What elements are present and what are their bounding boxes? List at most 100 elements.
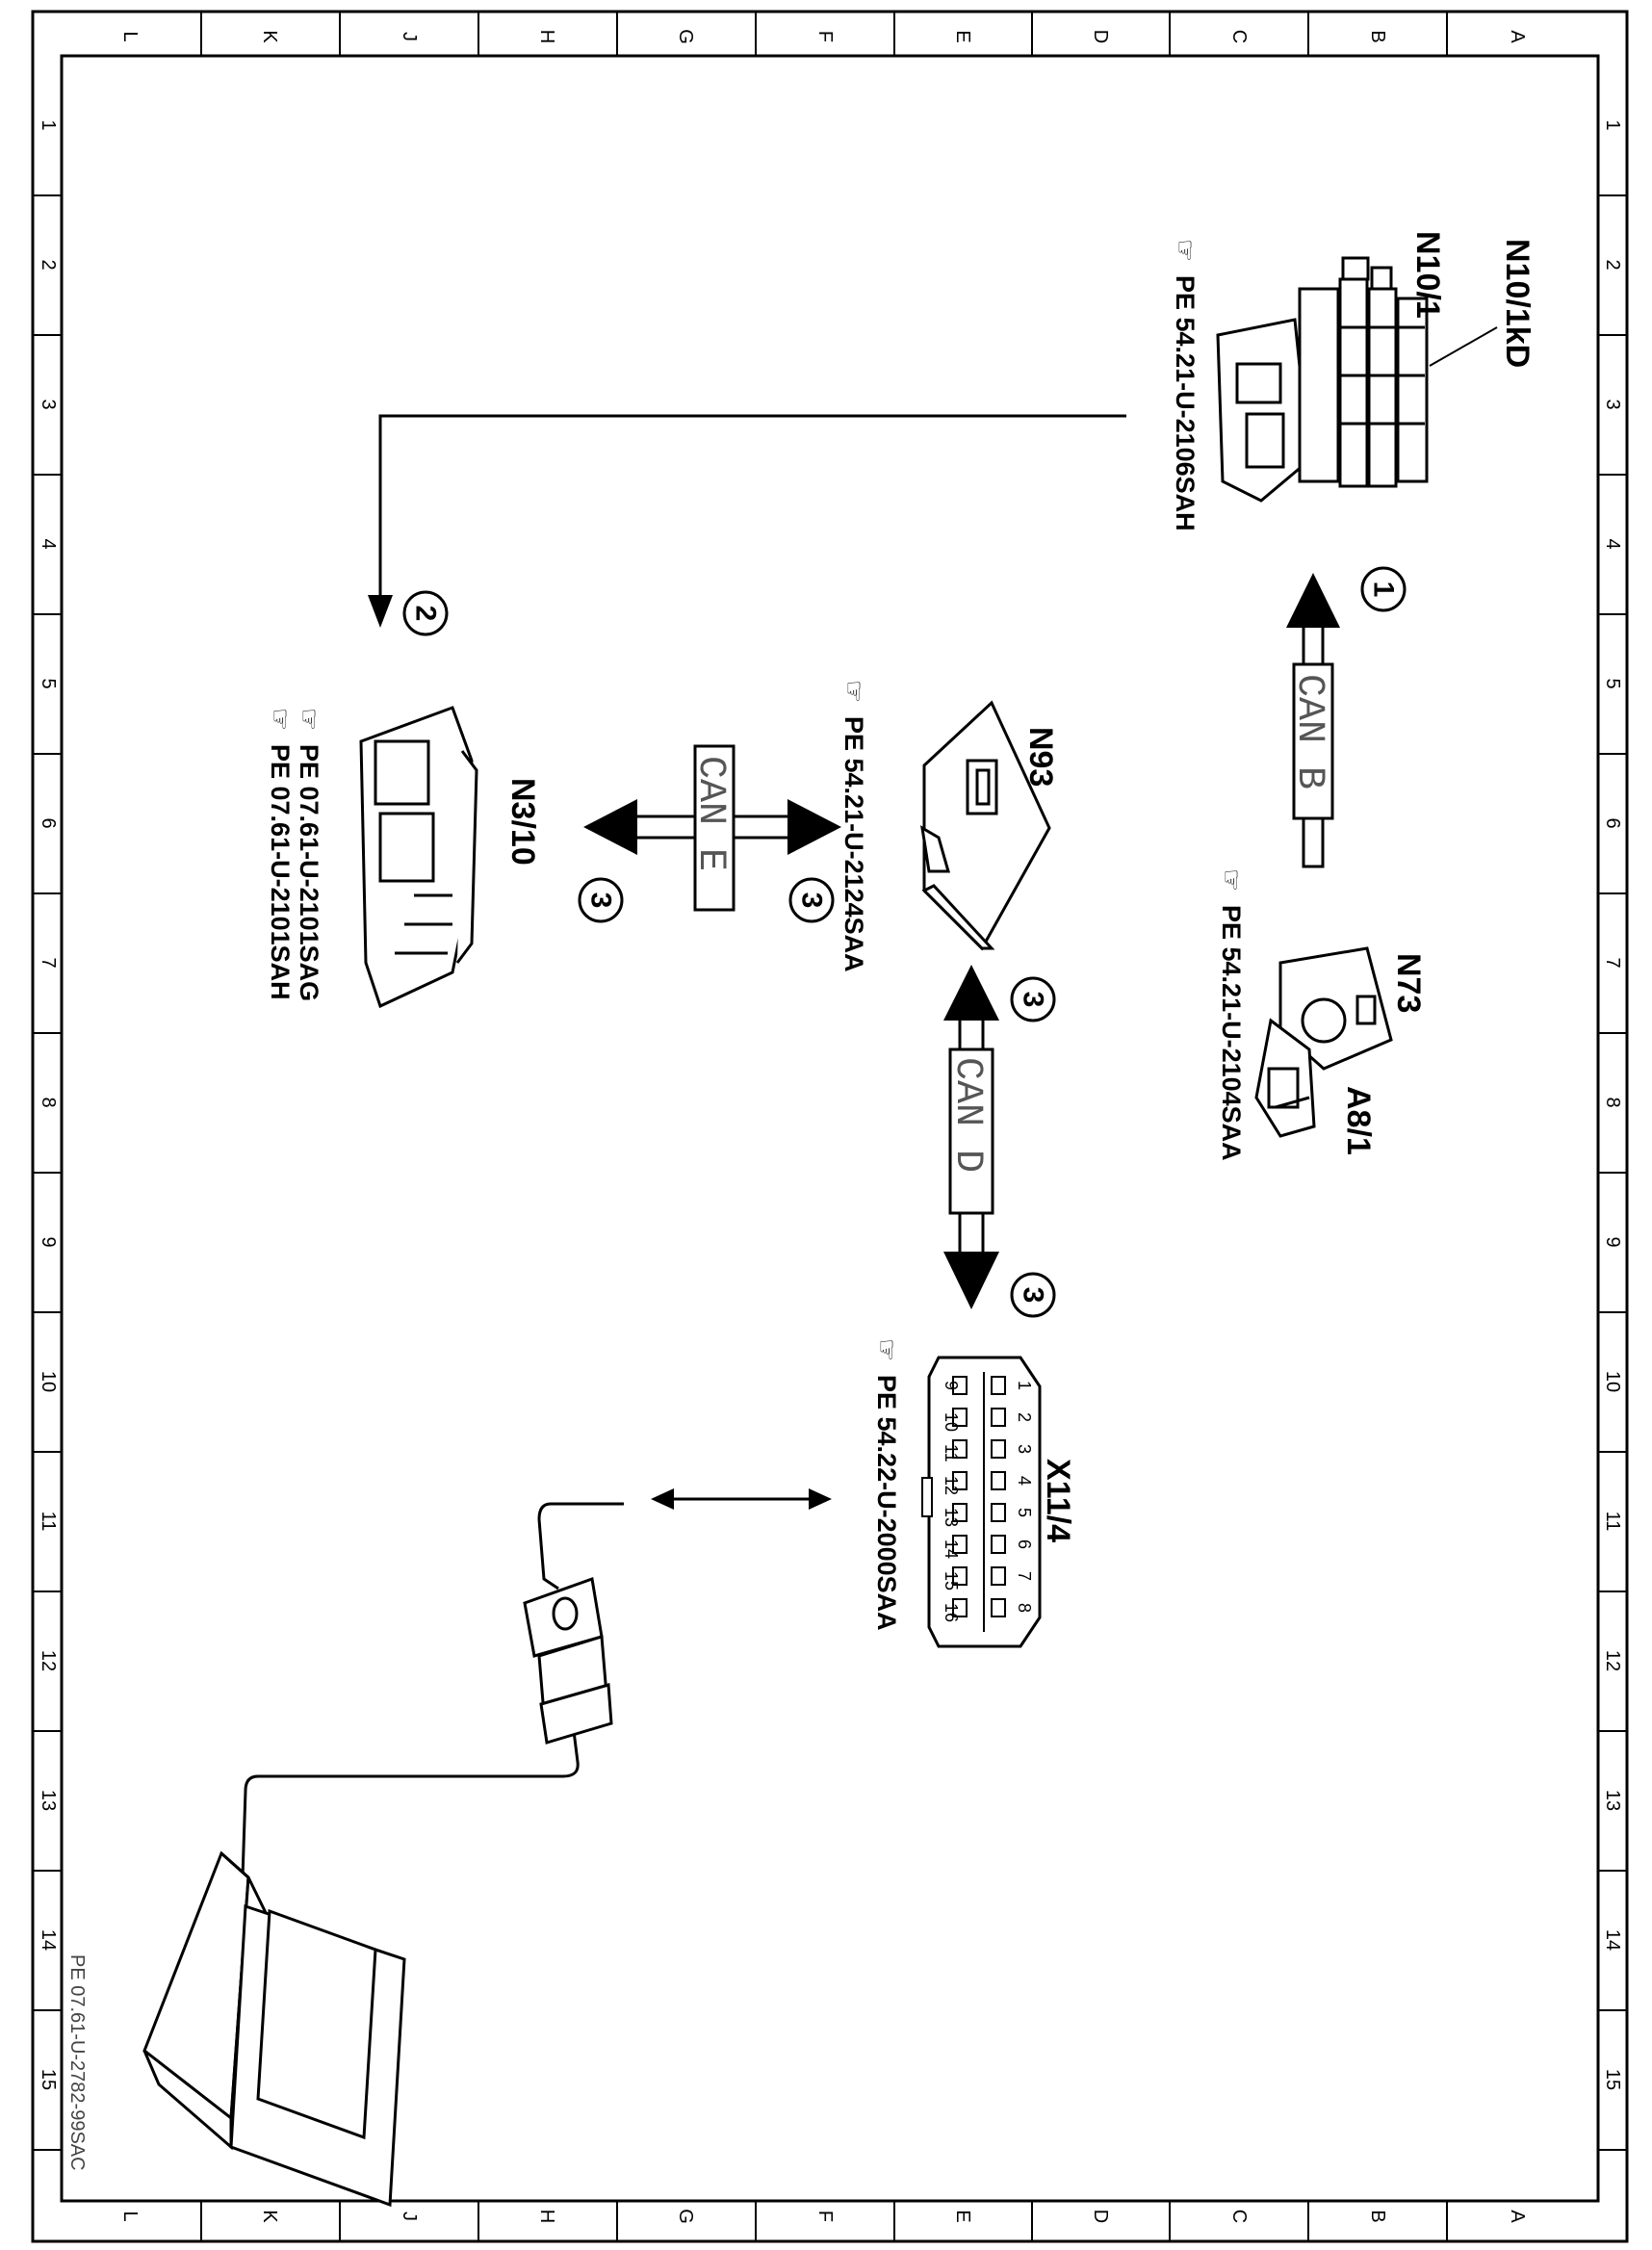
obd-pin-socket <box>991 1566 1006 1586</box>
n10-to-n3-10-wire <box>378 414 1126 616</box>
grid-number: 8 <box>1602 1097 1623 1107</box>
obd-pin-number: 10 <box>942 1412 961 1432</box>
grid-letter: G <box>675 2209 696 2224</box>
n73-ref-label: PE 54.21-U-2104SAA <box>1217 905 1246 1161</box>
manual-icon: ☞ <box>839 680 868 703</box>
arrow-down-icon <box>368 595 393 628</box>
arrow-left-icon <box>583 799 637 855</box>
grid-letter: D <box>1090 30 1111 43</box>
obd-pin-socket <box>952 1439 968 1459</box>
x11-4-ref-label: PE 54.22-U-2000SAA <box>872 1375 901 1631</box>
grid-number: 11 <box>38 1512 59 1532</box>
grid-number: 3 <box>38 399 59 409</box>
grid-number: 7 <box>1602 957 1623 968</box>
grid-number: 1 <box>38 119 59 130</box>
arrow-down-icon <box>943 1252 999 1309</box>
n93-gateway <box>920 700 1051 951</box>
grid-letter: J <box>399 2211 420 2221</box>
grid-number: 14 <box>38 1929 59 1951</box>
grid-letter: F <box>814 31 836 42</box>
n10-ref-label: PE 54.21-U-2106SAH <box>1171 275 1200 531</box>
obd-pin-number: 9 <box>942 1381 961 1390</box>
obd-pin-number: 16 <box>942 1603 961 1622</box>
can-d-bus: CAN D <box>943 965 999 1309</box>
can-e-bus: CAN E <box>583 744 841 912</box>
grid-letter: H <box>536 2210 557 2223</box>
marker-3b-text: 3 <box>796 892 828 909</box>
manual-icon: ☞ <box>295 708 323 731</box>
obd-pin-socket <box>952 1566 968 1586</box>
marker-3a-text: 3 <box>585 892 617 909</box>
marker-3d-text: 3 <box>1018 1287 1049 1304</box>
grid-number: 4 <box>38 538 59 549</box>
grid-number: 4 <box>1602 538 1623 549</box>
arrow-right-icon <box>809 1488 832 1510</box>
marker-2: 2 <box>402 590 449 636</box>
diagnostic-cable <box>241 1502 624 1878</box>
arrow-up-icon <box>943 965 999 1021</box>
n73-ignition-switch <box>1254 946 1393 1138</box>
n93-label: N93 <box>1022 727 1059 787</box>
document-id: PE 07.61-U-2782-99SAC <box>66 1954 88 2171</box>
grid-letter: L <box>119 2211 141 2221</box>
n3-10-ecu <box>359 706 478 1009</box>
obd-pin-socket <box>952 1598 968 1617</box>
obd-pin-number: 14 <box>942 1539 961 1559</box>
marker-3-top: 3 <box>1010 976 1056 1022</box>
obd-pin-number: 8 <box>1015 1603 1034 1613</box>
grid-letter: J <box>399 32 420 41</box>
n73-ref: ☞ PE 54.21-U-2104SAA <box>1217 868 1246 1161</box>
obd-pin-socket <box>952 1503 968 1522</box>
grid-numbers-left: 1 2 3 4 5 6 7 8 9 10 11 12 13 14 15 <box>38 119 59 2090</box>
n10-1kd-leader <box>1429 326 1498 367</box>
grid-number: 2 <box>1602 259 1623 270</box>
obd-pin-number: 5 <box>1015 1508 1034 1517</box>
arrow-left-icon <box>651 1488 674 1510</box>
obd-pin-number: 4 <box>1015 1476 1034 1486</box>
grid-letter: A <box>1507 30 1528 43</box>
grid-letter: K <box>259 30 280 43</box>
grid-letter: A <box>1507 2210 1528 2223</box>
obd-pin-number: 6 <box>1015 1539 1034 1549</box>
manual-icon: ☞ <box>872 1338 901 1361</box>
obd-pin-socket <box>952 1535 968 1554</box>
grid-letter: E <box>952 2210 973 2222</box>
n3-10-refs: ☞ PE 07.61-U-2101SAG ☞ PE 07.61-U-2101SA… <box>266 708 323 1001</box>
grid-number: 10 <box>1602 1371 1623 1392</box>
grid-letter: E <box>952 30 973 42</box>
grid-letter: F <box>814 2211 836 2222</box>
grid-number: 15 <box>1602 2069 1623 2090</box>
obd-pin-socket <box>991 1503 1006 1522</box>
grid-number: 13 <box>38 1790 59 1811</box>
x11-4-label: X11/4 <box>1040 1459 1076 1542</box>
grid-letter: K <box>259 2210 280 2223</box>
obd-pin-number: 12 <box>942 1476 961 1495</box>
obd-pin-socket <box>991 1408 1006 1427</box>
n10-1kd-label: N10/1kD <box>1499 239 1536 368</box>
diagnostic-adapter <box>523 1576 613 1745</box>
grid-number: 9 <box>1602 1236 1623 1247</box>
manual-icon: ☞ <box>266 708 295 731</box>
grid-number: 15 <box>38 2069 59 2090</box>
grid-number: 11 <box>1602 1512 1623 1532</box>
obd-pin-socket <box>991 1535 1006 1554</box>
grid-number: 14 <box>1602 1929 1623 1951</box>
marker-1: 1 <box>1360 566 1407 612</box>
grid-number: 6 <box>1602 817 1623 828</box>
grid-letters-bottom: L K J H G F E D C B A <box>119 2209 1528 2224</box>
laptop-icon <box>142 1850 406 2208</box>
drawing-frame <box>31 10 1629 2243</box>
n3-10-ref1-label: PE 07.61-U-2101SAG <box>295 744 323 1001</box>
n73-label: N73 <box>1390 953 1427 1013</box>
grid-letter: B <box>1367 30 1388 42</box>
can-d-label: CAN D <box>945 1057 989 1173</box>
marker-3-bottom: 3 <box>1010 1272 1056 1318</box>
grid-letter: D <box>1090 2210 1111 2223</box>
marker-2-text: 2 <box>410 606 442 622</box>
obd-pin-socket <box>991 1598 1006 1617</box>
x11-4-ref: ☞ PE 54.22-U-2000SAA <box>872 1338 901 1631</box>
grid-letter: L <box>119 31 141 41</box>
can-b-label: CAN B <box>1287 674 1330 789</box>
grid-number: 5 <box>38 678 59 688</box>
